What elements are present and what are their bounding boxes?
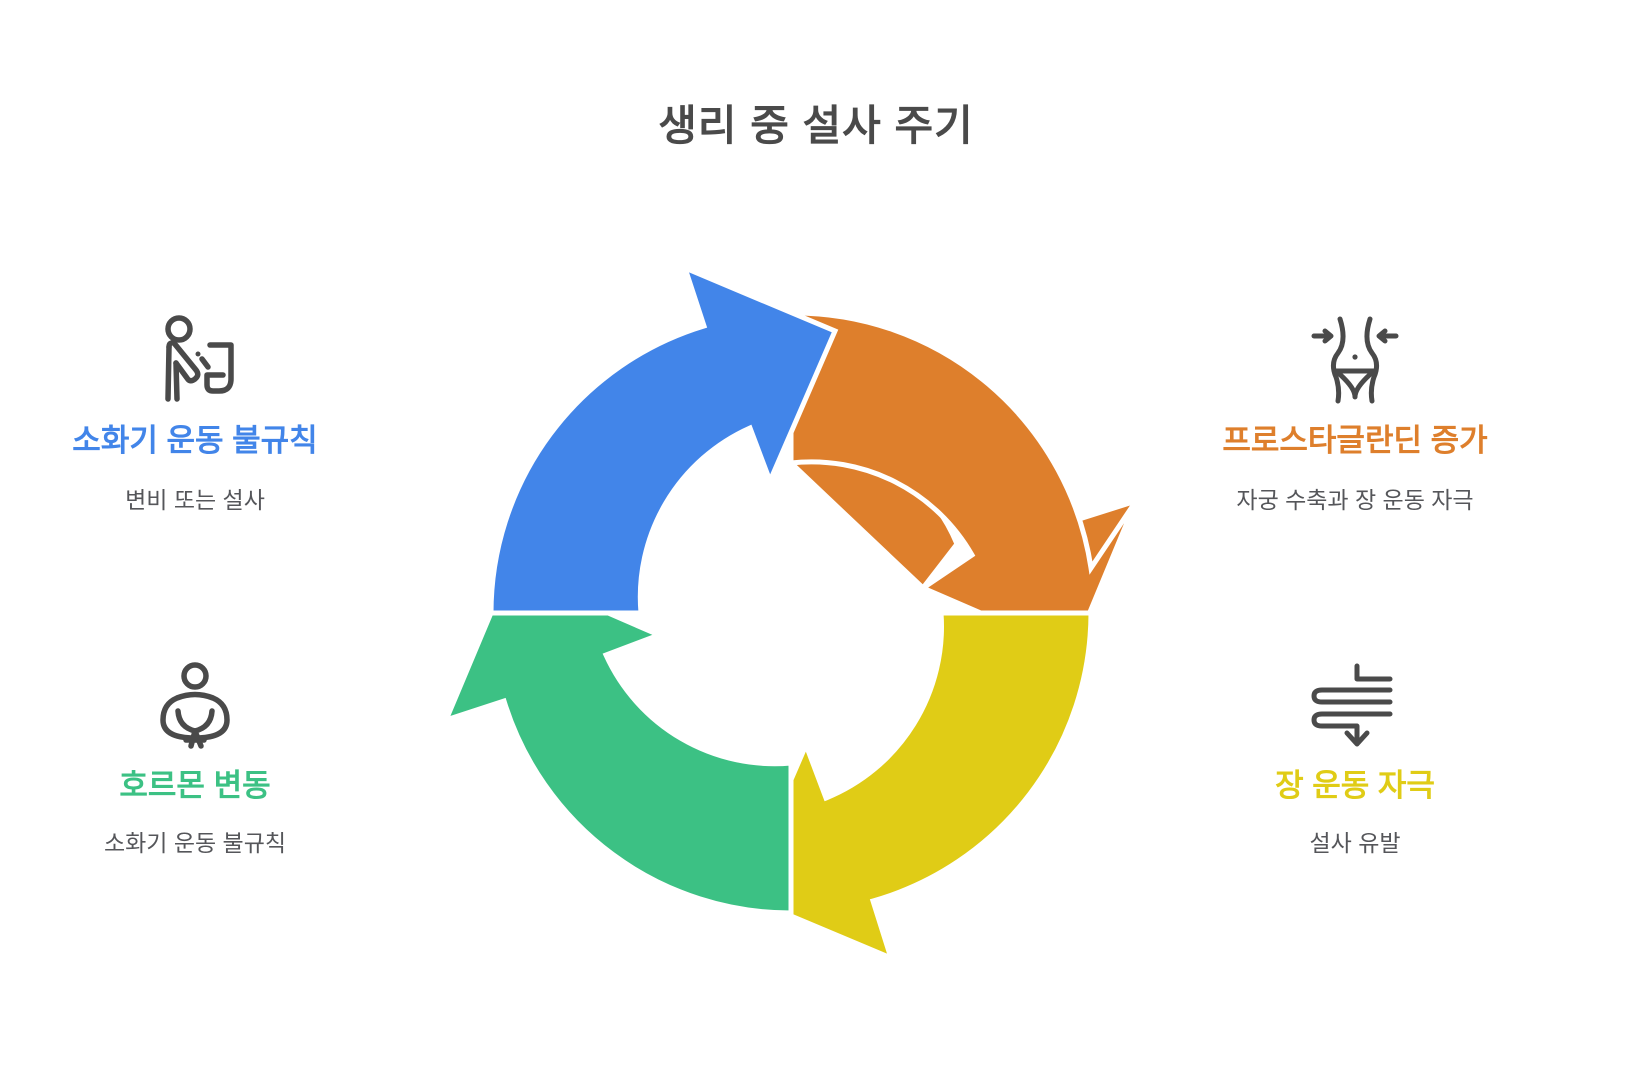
segment-orange xyxy=(788,310,1141,657)
node-bowel-stimulation: 장 운동 자극 설사 유발 xyxy=(1190,645,1520,859)
waist-slimming-icon xyxy=(1190,300,1520,405)
intestine-flow-down-icon xyxy=(1190,645,1520,750)
segment-blue xyxy=(488,263,839,616)
node-description: 설사 유발 xyxy=(1309,829,1401,856)
segment-yellow xyxy=(737,610,1094,963)
node-description: 자궁 수축과 장 운동 자극 xyxy=(1236,486,1474,513)
node-title: 프로스타글란딘 증가 xyxy=(1222,423,1488,458)
node-title: 장 운동 자극 xyxy=(1275,768,1435,803)
node-title: 호르몬 변동 xyxy=(119,768,271,803)
node-prostaglandin: 프로스타글란딘 증가 자궁 수축과 장 운동 자극 xyxy=(1190,300,1520,516)
segment-green xyxy=(441,566,794,916)
person-vomiting-toilet-icon xyxy=(30,300,360,405)
person-holding-belly-icon xyxy=(30,645,360,750)
cycle-diagram xyxy=(436,258,1146,968)
node-title: 소화기 운동 불규칙 xyxy=(72,423,318,458)
node-digestive-irregularity: 소화기 운동 불규칙 변비 또는 설사 xyxy=(30,300,360,516)
node-hormone-fluctuation: 호르몬 변동 소화기 운동 불규칙 xyxy=(30,645,360,859)
page-title: 생리 중 설사 주기 xyxy=(658,102,974,149)
cycle-svg xyxy=(441,263,1141,963)
node-description: 소화기 운동 불규칙 xyxy=(103,829,287,856)
node-description: 변비 또는 설사 xyxy=(125,486,265,513)
